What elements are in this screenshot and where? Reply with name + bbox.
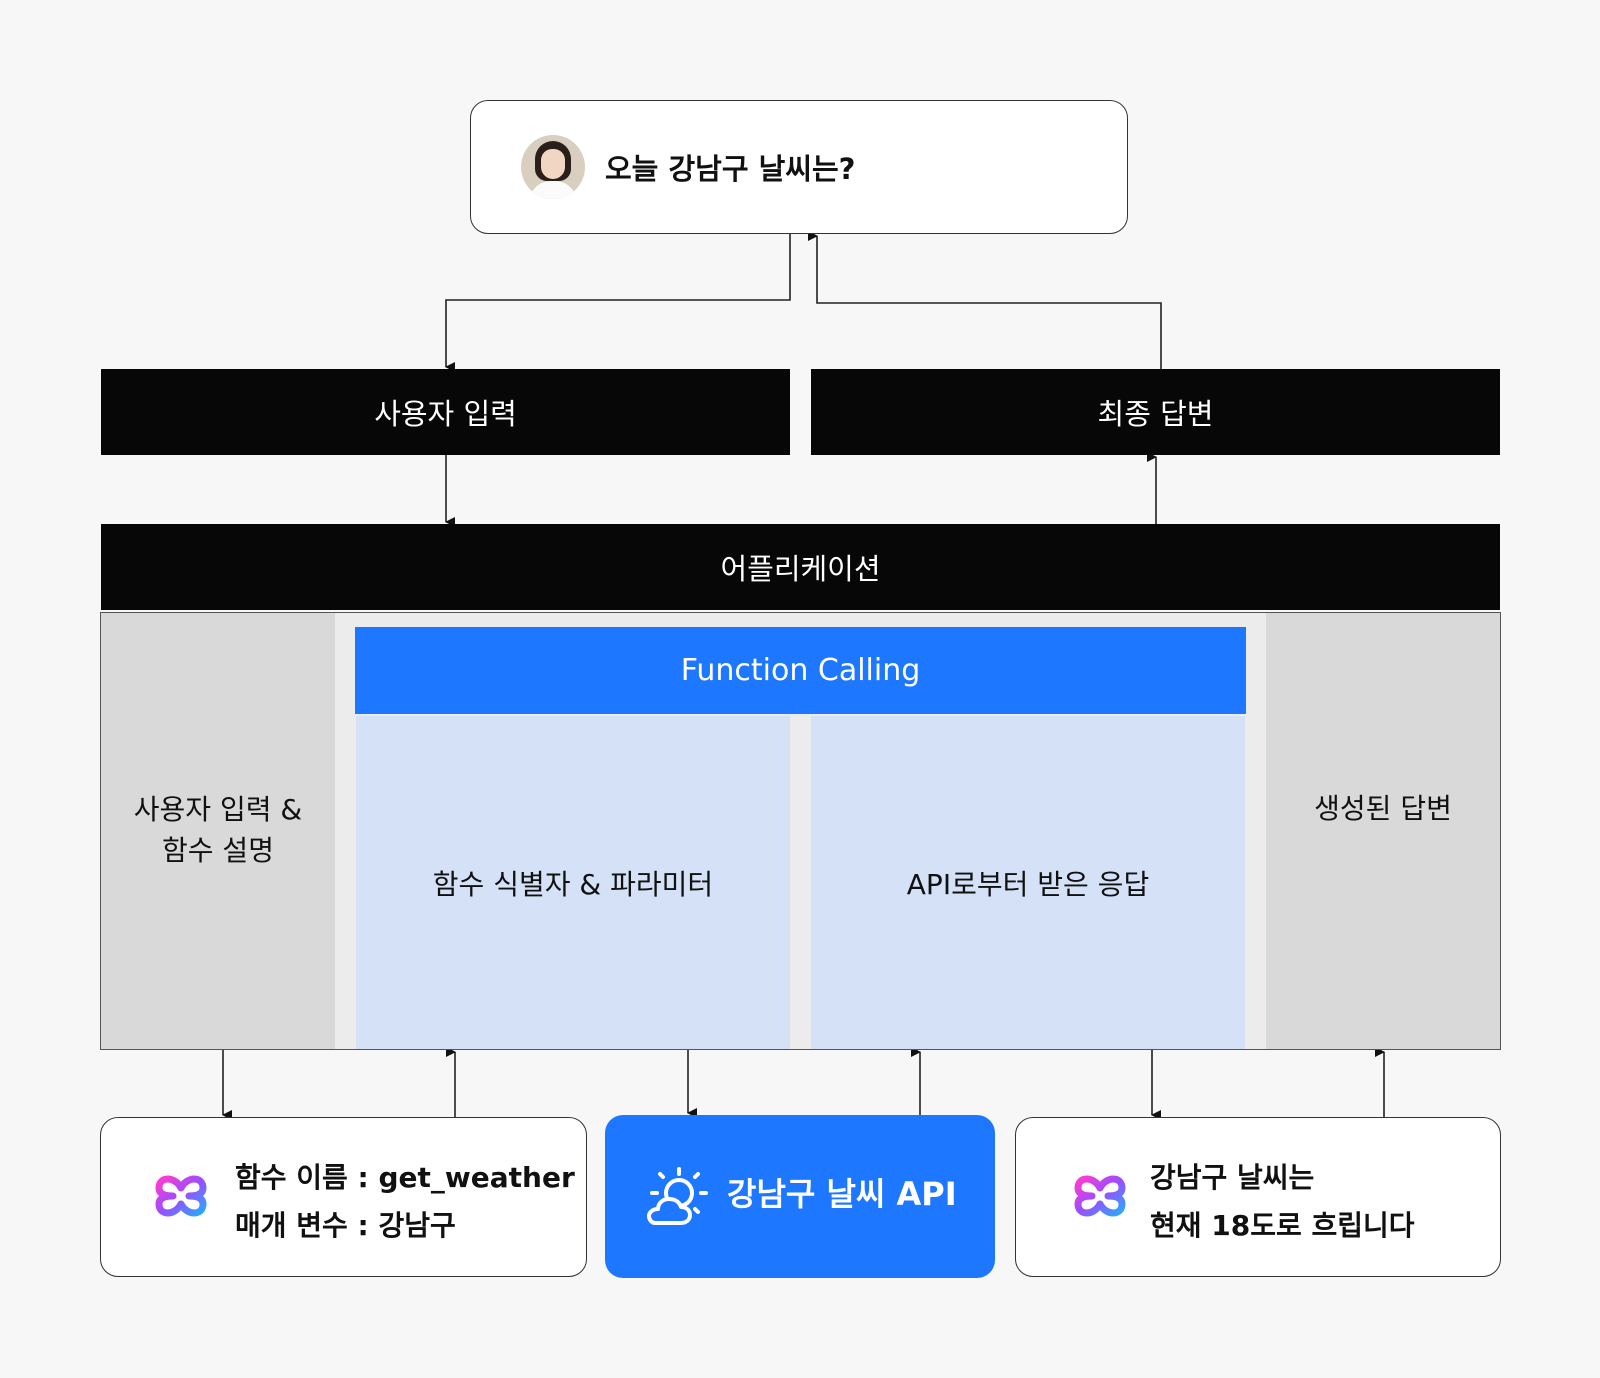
left-col-line-1: 사용자 입력 &: [133, 793, 303, 827]
generated-answer-column: 생성된 답변: [1266, 613, 1500, 1049]
user-input-function-desc-column: 사용자 입력 & 함수 설명: [101, 613, 335, 1049]
function-calling-header: Function Calling: [355, 627, 1246, 714]
function-call-box: 함수 이름 : get_weather 매개 변수 : 강남구: [100, 1117, 587, 1277]
answer-text: 강남구 날씨는 현재 18도로 흐립니다: [1150, 1154, 1415, 1250]
function-id-params-column: 함수 식별자 & 파라미터: [356, 716, 790, 1049]
ai-logo-icon: [155, 1175, 207, 1217]
arrow-query-to-user-input: [445, 234, 791, 372]
final-answer-bar: 최종 답변: [811, 369, 1500, 455]
right-col-label: 생성된 답변: [1314, 791, 1452, 825]
weather-api-box: 강남구 날씨 API: [605, 1115, 995, 1278]
function-name-line: 함수 이름 : get_weather: [235, 1161, 575, 1194]
function-call-text: 함수 이름 : get_weather 매개 변수 : 강남구: [235, 1154, 575, 1250]
answer-line-1: 강남구 날씨는: [1150, 1161, 1315, 1194]
arrow-final-to-query: [808, 231, 1162, 369]
api-response-column: API로부터 받은 응답: [811, 716, 1245, 1049]
application-bar: 어플리케이션: [101, 524, 1500, 610]
weather-partly-cloudy-icon: [647, 1167, 708, 1225]
user-query-text: 오늘 강남구 날씨는?: [605, 152, 856, 186]
answer-line-2: 현재 18도로 흐립니다: [1150, 1209, 1415, 1242]
user-input-bar: 사용자 입력: [101, 369, 790, 455]
left-col-line-2: 함수 설명: [162, 834, 274, 867]
ai-logo-icon: [1074, 1175, 1126, 1217]
answer-box: 강남구 날씨는 현재 18도로 흐립니다: [1015, 1117, 1501, 1277]
user-query-box: 오늘 강남구 날씨는?: [470, 100, 1128, 234]
weather-api-label: 강남구 날씨 API: [727, 1175, 957, 1213]
parameter-line: 매개 변수 : 강남구: [235, 1209, 456, 1242]
person-avatar-icon: [521, 135, 585, 199]
